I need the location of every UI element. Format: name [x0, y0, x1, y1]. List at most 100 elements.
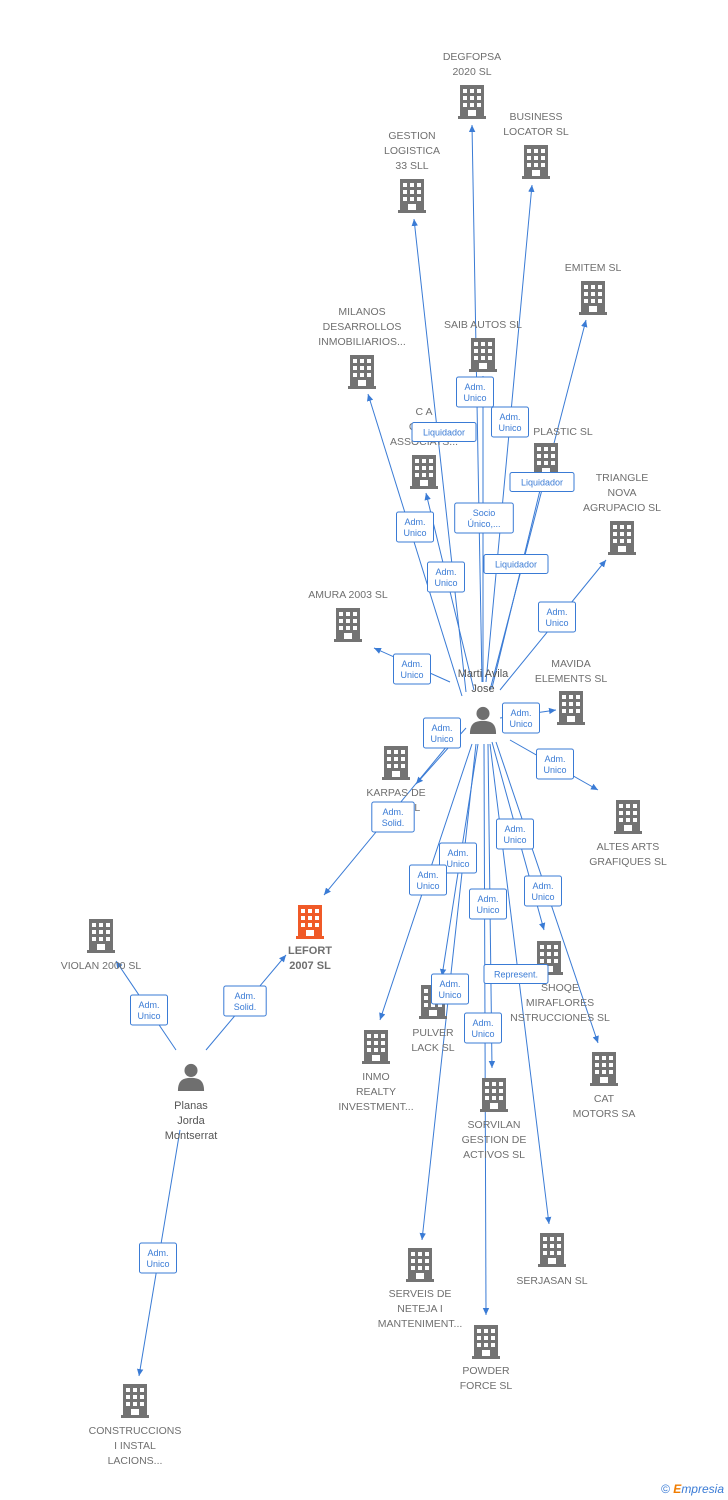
edge-label-text: Unico: [471, 1029, 494, 1039]
company-name-line: POWDER: [462, 1365, 510, 1377]
edge-label-box: [496, 818, 534, 850]
company-name-line: VIOLAN 2000 SL: [61, 960, 142, 972]
edge-label-box: [411, 422, 477, 442]
edge-label-text: Adm.: [499, 412, 520, 422]
edge-label-shoqe[interactable]: Adm.Unico: [496, 818, 534, 850]
edge-label-box: [396, 511, 434, 543]
edge-label-box: [483, 964, 549, 984]
edge-label-box: [454, 502, 514, 534]
edge-label-milanos[interactable]: Adm.Unico: [396, 511, 434, 543]
company-node-amura[interactable]: AMURA 2003 SL: [308, 589, 388, 642]
edge-label-triangle[interactable]: Adm.Unico: [538, 601, 576, 633]
edge-label-text: Unico: [476, 905, 499, 915]
company-name-line: PLASTIC SL: [533, 426, 593, 438]
company-node-inmo[interactable]: INMOREALTYINVESTMENT...: [338, 1030, 414, 1113]
edge-label-text: Adm.: [472, 1018, 493, 1028]
edge-label-text: Unico: [416, 881, 439, 891]
edge-label-box: [483, 554, 549, 574]
company-name-line: INMOBILIARIOS...: [318, 336, 406, 348]
edge-label-inmo[interactable]: Adm.Unico: [409, 864, 447, 896]
company-node-altes[interactable]: ALTES ARTS GRAFIQUES SL: [589, 800, 667, 868]
company-node-serjasan[interactable]: SERJASAN SL: [516, 1233, 588, 1287]
edge-label-text: Adm.: [404, 517, 425, 527]
edge-label-box: [524, 875, 562, 907]
company-name-line: INMO: [362, 1071, 389, 1083]
edge-label-text: Liquidador: [423, 428, 465, 438]
edge-label-text: Adm.: [431, 723, 452, 733]
edge-label-violan[interactable]: Adm.Unico: [130, 994, 168, 1026]
edge-label-mavida[interactable]: Adm.Unico: [502, 702, 540, 734]
edge-label-text: Adm.: [504, 824, 525, 834]
edge-label-altes[interactable]: Adm.Unico: [536, 748, 574, 780]
edge-label-text: Adm.: [544, 754, 565, 764]
building-icon: [334, 608, 362, 642]
company-node-saib[interactable]: SAIB AUTOS SL: [444, 319, 522, 372]
edge-label-saib[interactable]: Adm.Unico: [456, 376, 494, 408]
company-node-violan[interactable]: VIOLAN 2000 SL: [61, 919, 142, 972]
company-name-line: ALTES ARTS: [597, 841, 660, 853]
brand-credit[interactable]: © Empresia: [661, 1482, 724, 1496]
company-node-ca[interactable]: C ACONSASSOCIATS...: [390, 406, 458, 489]
copyright-symbol: ©: [661, 1482, 670, 1496]
edge-label-box: [509, 472, 575, 492]
edge-label-ca[interactable]: Liquidador: [509, 472, 575, 492]
edge-label-text: Adm.: [447, 848, 468, 858]
building-icon: [469, 338, 497, 372]
company-node-shoqe[interactable]: SHOQE MIRAFLORES NSTRUCCIONES SL: [510, 941, 610, 1024]
edge-label-sorvilan[interactable]: Represent.: [483, 964, 549, 984]
edge-label-plastic[interactable]: Adm.Unico: [491, 406, 529, 438]
edge-label-degfopsa[interactable]: SocioÚnico,...: [454, 502, 514, 534]
person-name-line: Jose: [471, 683, 494, 695]
edge-label-karpas[interactable]: Adm.Unico: [423, 717, 461, 749]
edge-label-serjasan[interactable]: Adm.Unico: [469, 888, 507, 920]
edge-label-amura[interactable]: Adm.Unico: [393, 653, 431, 685]
company-name-line: NETEJA I: [397, 1303, 443, 1315]
company-name-line: SERJASAN SL: [516, 1275, 587, 1287]
edge-label-serveis[interactable]: Adm.Unico: [431, 973, 469, 1005]
edge-label-gestion[interactable]: Adm.Unico: [427, 561, 465, 593]
edge-label-text: Unico: [446, 859, 469, 869]
edge-label-pulver[interactable]: Adm.Unico: [439, 842, 477, 874]
company-name-line: PULVER: [412, 1027, 454, 1039]
building-icon: [382, 746, 410, 780]
edge-label-powder[interactable]: Adm.Unico: [464, 1012, 502, 1044]
edge-label-cat[interactable]: Adm.Unico: [524, 875, 562, 907]
company-node-milanos[interactable]: MILANOSDESARROLLOSINMOBILIARIOS...: [318, 306, 406, 389]
edge-label-text: Unico: [531, 892, 554, 902]
edge-label-text: Unico: [463, 393, 486, 403]
person-icon: [177, 1063, 205, 1091]
edge-label-box: [456, 376, 494, 408]
company-name-line: LACIONS...: [108, 1455, 163, 1467]
company-name-line: MIRAFLORES: [526, 997, 594, 1009]
company-node-plastic[interactable]: PLASTIC SL: [532, 426, 593, 477]
edge-label-construccions[interactable]: Adm.Unico: [139, 1242, 177, 1274]
company-name-line: NSTRUCCIONES SL: [510, 1012, 610, 1024]
edge-label-emitem[interactable]: Liquidador: [483, 554, 549, 574]
edge-label-lefort-marti[interactable]: Adm.Solid.: [371, 801, 415, 833]
company-name-line: SHOQE: [541, 982, 579, 994]
company-name-line: INVESTMENT...: [338, 1101, 413, 1113]
company-name-line: GESTION: [388, 130, 435, 142]
company-node-emitem[interactable]: EMITEM SL: [565, 262, 622, 315]
company-name-line: GRAFIQUES SL: [589, 856, 667, 868]
company-name-line: 2007 SL: [289, 960, 331, 972]
edge-label-lefort-planas[interactable]: Adm.Solid.: [223, 985, 267, 1017]
person-name-line: Planas: [174, 1100, 208, 1112]
building-icon: [121, 1384, 149, 1418]
edge-label-business[interactable]: Liquidador: [411, 422, 477, 442]
